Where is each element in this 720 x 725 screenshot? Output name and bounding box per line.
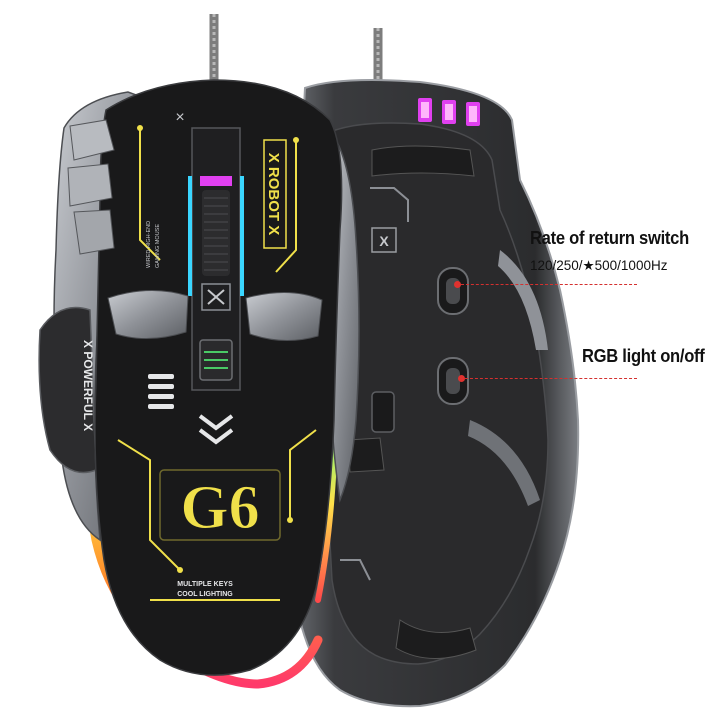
- rate-switch-title: Rate of return switch: [530, 228, 689, 248]
- svg-text:X: X: [379, 233, 389, 249]
- mouse-top-view: ×: [38, 79, 360, 689]
- rgb-switch-pointer-dot: [458, 375, 465, 382]
- powerful-badge: X POWERFUL X: [81, 340, 95, 431]
- model-logo: G6: [180, 474, 259, 542]
- mouse-bottom-view: X: [290, 79, 580, 708]
- small-text-1: WIRED HIGH-END: [146, 221, 152, 268]
- tagline-2: COOL LIGHTING: [177, 591, 233, 598]
- small-print: WIRED HIGH-END GAMING MOUSE: [146, 221, 161, 268]
- svg-text:×: ×: [175, 109, 184, 126]
- small-text-2: GAMING MOUSE: [155, 224, 161, 268]
- rate-switch-values: 120/250/★500/1000Hz: [530, 258, 668, 273]
- rgb-switch-leader-line: [465, 378, 637, 379]
- rgb-switch-title: RGB light on/off: [582, 346, 705, 366]
- rate-switch-leader-line: [461, 284, 637, 285]
- rate-switch-pointer-dot: [454, 281, 461, 288]
- robot-badge: X ROBOT X: [263, 139, 287, 249]
- side-badge-text: X POWERFUL X: [81, 340, 95, 431]
- top-badge-text: X ROBOT X: [265, 153, 282, 236]
- tagline-1: MULTIPLE KEYS: [177, 581, 233, 588]
